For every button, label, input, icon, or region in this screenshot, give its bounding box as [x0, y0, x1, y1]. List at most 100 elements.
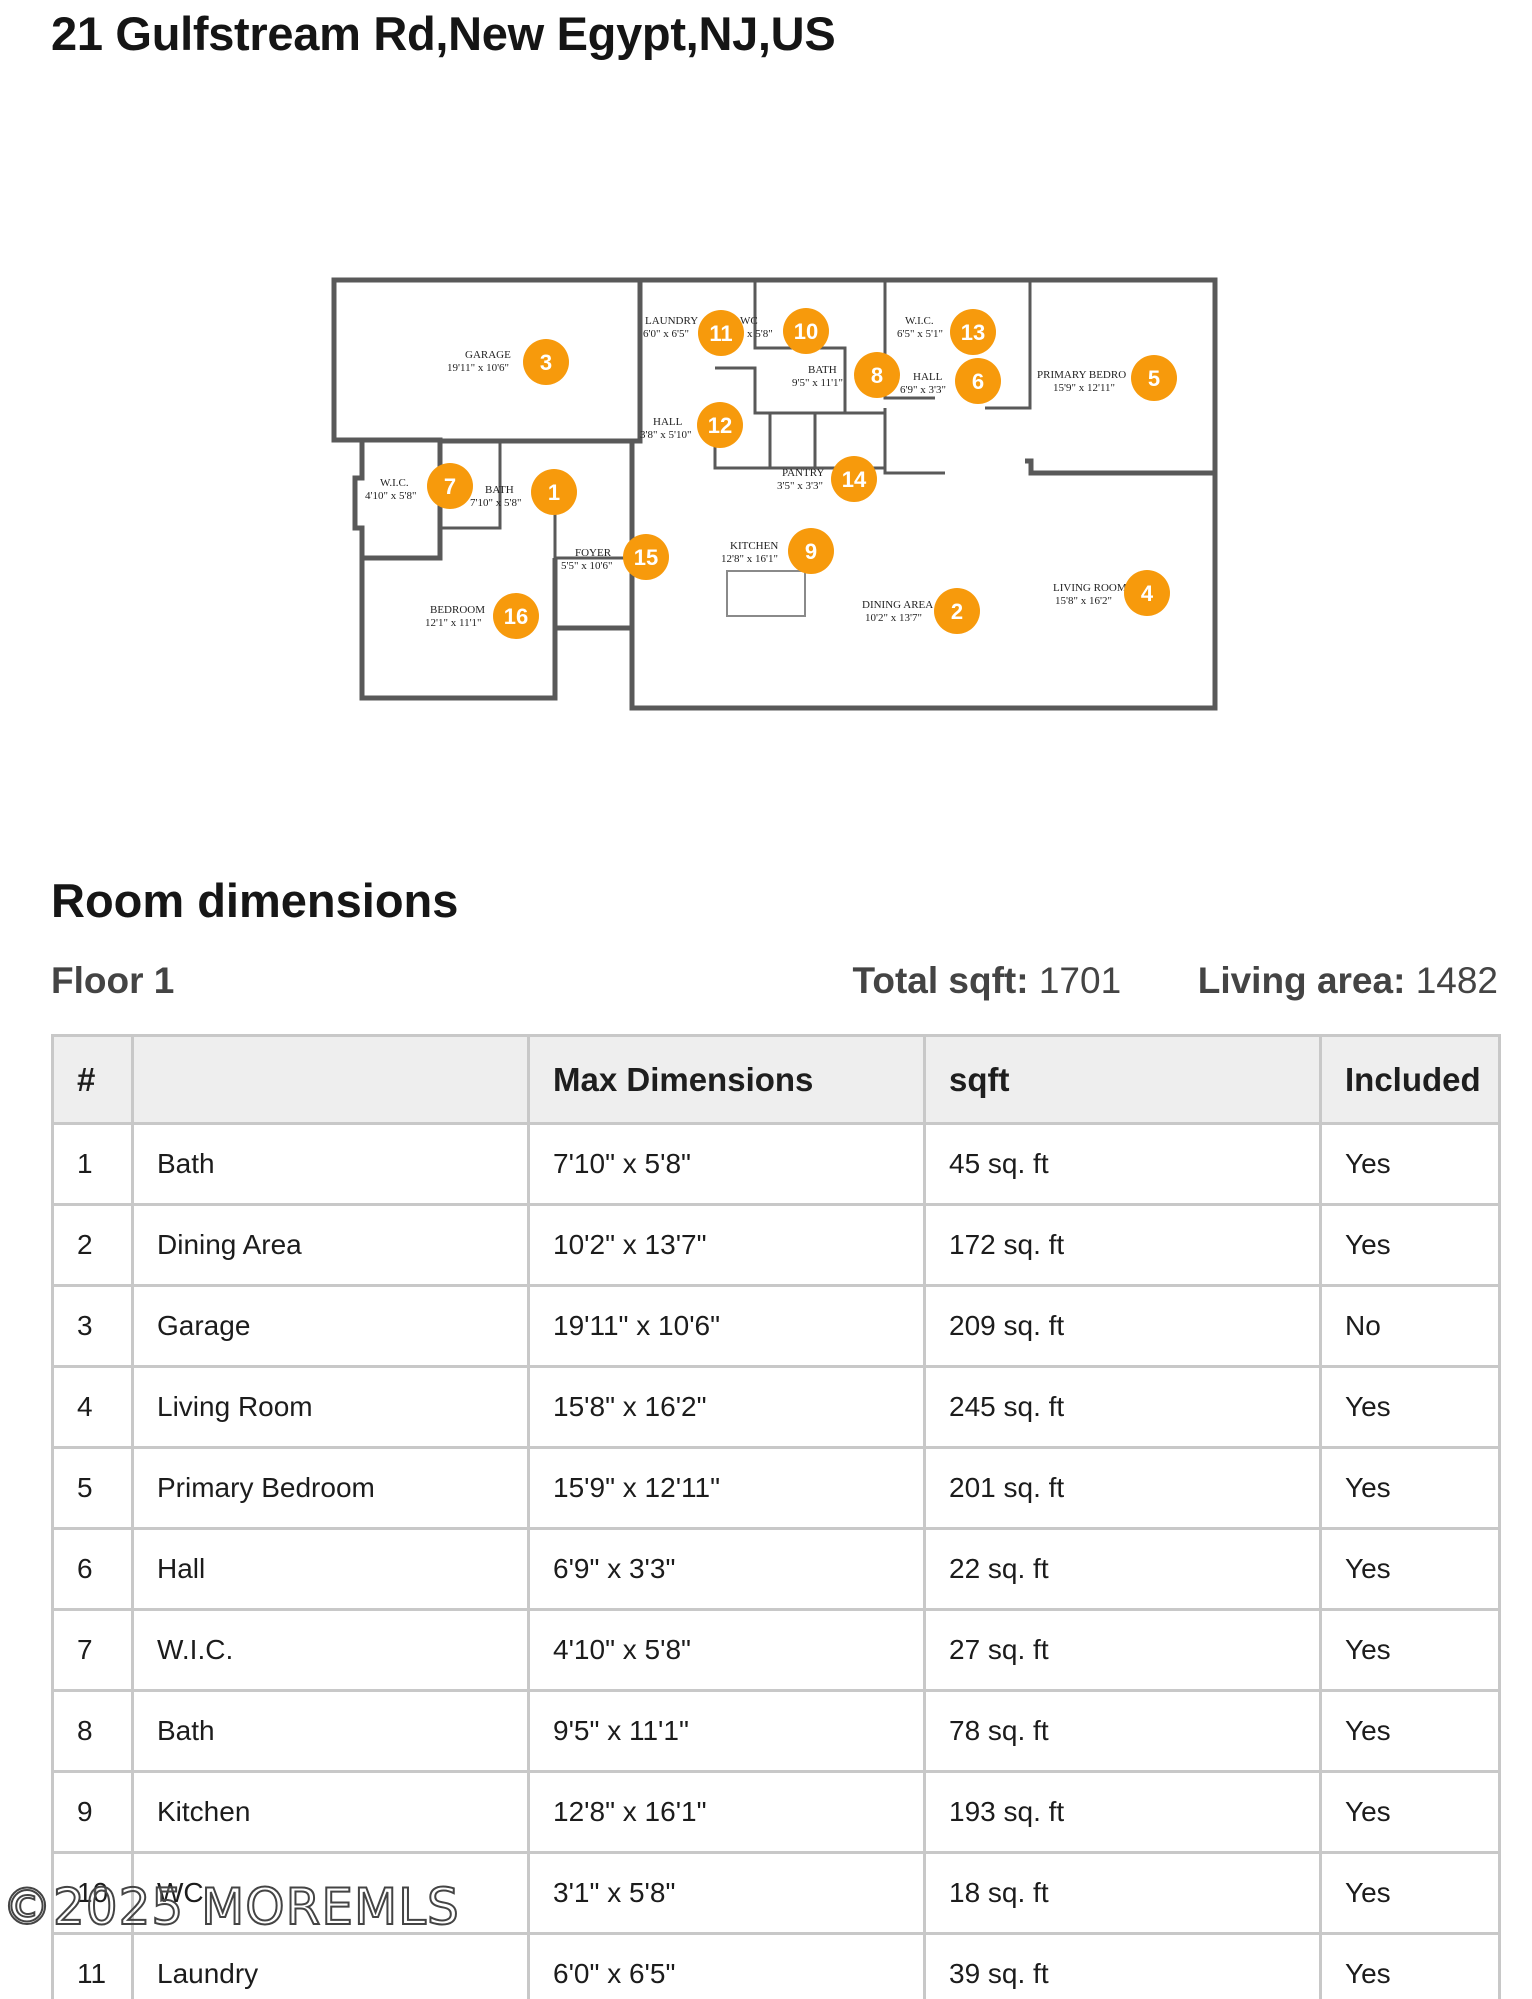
cell-sqft: 209 sq. ft: [923, 1284, 1322, 1368]
cell-included: Yes: [1319, 1446, 1501, 1530]
cell-room-name: Primary Bedroom: [131, 1446, 530, 1530]
cell-max-dimensions: 3'1" x 5'8": [527, 1851, 926, 1935]
room-marker-2[interactable]: 2: [934, 588, 980, 634]
room-marker-10[interactable]: 10: [783, 308, 829, 354]
cell-max-dimensions: 19'11" x 10'6": [527, 1284, 926, 1368]
cell-included: Yes: [1319, 1527, 1501, 1611]
room-markers: 3 11 10 8 13 6 5 12 7 1 14 9 15 2 4 16: [427, 308, 1177, 639]
svg-text:12: 12: [708, 413, 732, 438]
cell-max-dimensions: 6'0" x 6'5": [527, 1932, 926, 1999]
room-marker-12[interactable]: 12: [697, 402, 743, 448]
cell-room-name: Kitchen: [131, 1770, 530, 1854]
room-marker-6[interactable]: 6: [955, 358, 1001, 404]
cell-included: Yes: [1319, 1608, 1501, 1692]
room-marker-16[interactable]: 16: [493, 593, 539, 639]
svg-text:11: 11: [709, 321, 732, 346]
svg-text:7: 7: [444, 474, 456, 499]
room-marker-9[interactable]: 9: [788, 528, 834, 574]
cell-room-name: Garage: [131, 1284, 530, 1368]
col-header-included: Included: [1319, 1034, 1501, 1125]
room-marker-5[interactable]: 5: [1131, 355, 1177, 401]
room-marker-15[interactable]: 15: [623, 534, 669, 580]
cell-included: Yes: [1319, 1932, 1501, 1999]
cell-row-number: 1: [51, 1122, 134, 1206]
cell-room-name: Bath: [131, 1122, 530, 1206]
svg-text:1: 1: [548, 480, 560, 505]
room-marker-13[interactable]: 13: [950, 309, 996, 355]
cell-sqft: 27 sq. ft: [923, 1608, 1322, 1692]
cell-max-dimensions: 9'5" x 11'1": [527, 1689, 926, 1773]
cell-row-number: 5: [51, 1446, 134, 1530]
cell-room-name: Laundry: [131, 1932, 530, 1999]
cell-sqft: 22 sq. ft: [923, 1527, 1322, 1611]
table-header-row: # Max Dimensions sqft Included: [51, 1034, 1501, 1125]
svg-text:10: 10: [794, 319, 818, 344]
cell-sqft: 45 sq. ft: [923, 1122, 1322, 1206]
cell-sqft: 78 sq. ft: [923, 1689, 1322, 1773]
section-title: Room dimensions: [51, 874, 459, 927]
room-marker-11[interactable]: 11: [698, 310, 744, 356]
cell-row-number: 3: [51, 1284, 134, 1368]
floor-label: Floor 1: [51, 960, 175, 1001]
col-header-room: [131, 1034, 530, 1125]
cell-room-name: Bath: [131, 1689, 530, 1773]
svg-text:2: 2: [951, 599, 963, 624]
cell-row-number: 11: [51, 1932, 134, 1999]
cell-row-number: 6: [51, 1527, 134, 1611]
svg-text:4: 4: [1141, 581, 1154, 606]
cell-sqft: 201 sq. ft: [923, 1446, 1322, 1530]
room-marker-3[interactable]: 3: [523, 339, 569, 385]
cell-max-dimensions: 4'10" x 5'8": [527, 1608, 926, 1692]
floor-totals: Total sqft: 1701 Living area: 1482: [853, 960, 1499, 1002]
svg-text:8: 8: [871, 363, 883, 388]
cell-sqft: 193 sq. ft: [923, 1770, 1322, 1854]
cell-row-number: 8: [51, 1689, 134, 1773]
total-sqft-label: Total sqft:: [852, 960, 1029, 1001]
room-label-wic-7: W.I.C.4'10" x 5'8": [365, 477, 416, 502]
cell-included: Yes: [1319, 1122, 1501, 1206]
svg-text:14: 14: [842, 467, 867, 492]
room-marker-14[interactable]: 14: [831, 456, 877, 502]
svg-text:3: 3: [540, 350, 552, 375]
col-header-sqft: sqft: [923, 1034, 1322, 1125]
svg-text:5: 5: [1148, 366, 1160, 391]
watermark: ©2025 MOREMLS: [1, 1877, 460, 1937]
room-marker-4[interactable]: 4: [1124, 570, 1170, 616]
cell-included: Yes: [1319, 1851, 1501, 1935]
cell-max-dimensions: 15'8" x 16'2": [527, 1365, 926, 1449]
cell-included: Yes: [1319, 1689, 1501, 1773]
col-header-number: #: [51, 1034, 134, 1125]
col-header-max-dimensions: Max Dimensions: [527, 1034, 926, 1125]
cell-sqft: 18 sq. ft: [923, 1851, 1322, 1935]
room-marker-1[interactable]: 1: [531, 469, 577, 515]
svg-text:9: 9: [805, 539, 817, 564]
svg-text:16: 16: [504, 604, 528, 629]
cell-included: Yes: [1319, 1365, 1501, 1449]
living-area-label: Living area:: [1197, 960, 1406, 1001]
room-marker-8[interactable]: 8: [854, 352, 900, 398]
room-label-wic-13: W.I.C.6'5" x 5'1": [897, 315, 943, 340]
cell-room-name: Dining Area: [131, 1203, 530, 1287]
room-marker-7[interactable]: 7: [427, 463, 473, 509]
cell-row-number: 9: [51, 1770, 134, 1854]
cell-row-number: 2: [51, 1203, 134, 1287]
cell-max-dimensions: 6'9" x 3'3": [527, 1527, 926, 1611]
cell-row-number: 7: [51, 1608, 134, 1692]
cell-room-name: Living Room: [131, 1365, 530, 1449]
cell-row-number: 10: [51, 1851, 134, 1935]
